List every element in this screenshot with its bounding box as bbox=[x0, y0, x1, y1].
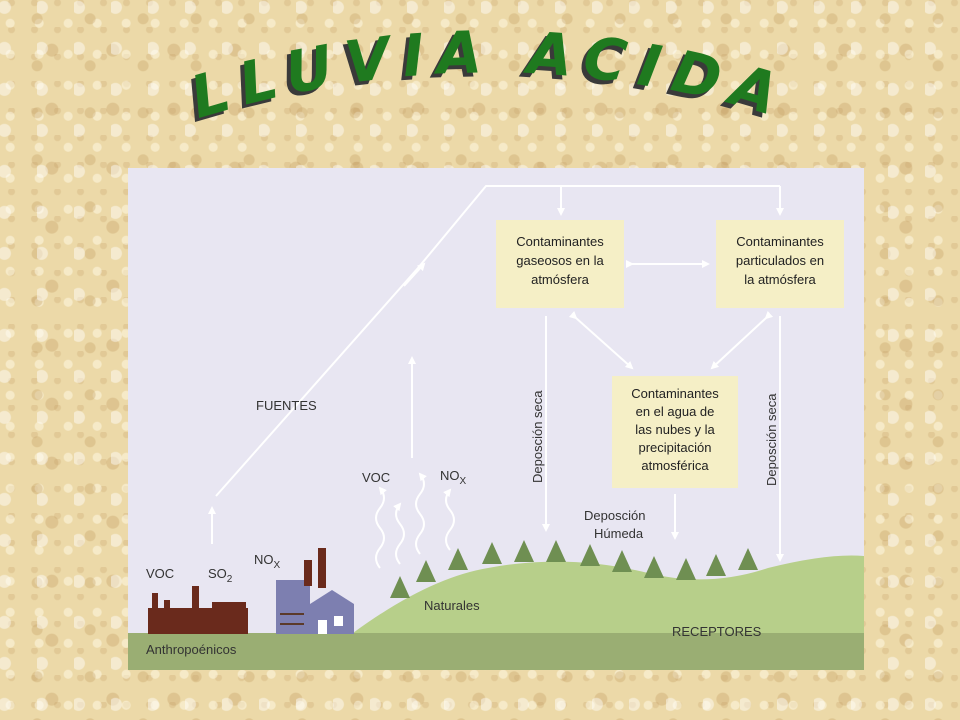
tree-icon bbox=[706, 554, 726, 576]
fuentes-arrowhead bbox=[403, 262, 426, 287]
ground-strip bbox=[128, 633, 864, 670]
box-nubes: Contaminantes en el agua de las nubes y … bbox=[612, 376, 738, 488]
natural-emissions bbox=[375, 472, 455, 569]
naturales-label: Naturales bbox=[424, 598, 480, 613]
nox-industry-label: NOX bbox=[254, 552, 281, 571]
box-nubes-line-4: precipitación bbox=[639, 440, 712, 455]
tree-icon bbox=[676, 558, 696, 580]
fuentes-arrow bbox=[215, 185, 780, 497]
deposicion-seca-left-label: Deposción seca bbox=[530, 390, 545, 483]
fuentes-label: FUENTES bbox=[256, 398, 317, 413]
box-gaseosos-line-3: atmósfera bbox=[531, 272, 590, 287]
box-gaseosos-line-1: Contaminantes bbox=[516, 234, 604, 249]
slide-title: LLUVIA ACIDA LLUVIA ACIDA bbox=[179, 18, 785, 136]
trees bbox=[390, 540, 758, 598]
box-particulados: Contaminantes particulados en la atmósfe… bbox=[716, 220, 844, 308]
box-gaseosos: Contaminantes gaseosos en la atmósfera bbox=[496, 220, 624, 308]
tree-icon bbox=[644, 556, 664, 578]
box-nubes-line-3: las nubes y la bbox=[635, 422, 715, 437]
deposicion-humeda-line-2: Húmeda bbox=[594, 526, 644, 541]
voc-natural-label: VOC bbox=[362, 470, 390, 485]
box-nubes-line-2: en el agua de bbox=[636, 404, 715, 419]
deposicion-seca-right-label: Deposción seca bbox=[764, 393, 779, 486]
arrow-particulados-nubes bbox=[710, 310, 774, 370]
box-particulados-line-3: la atmósfera bbox=[744, 272, 816, 287]
tree-icon bbox=[612, 550, 632, 572]
power-plant-icon bbox=[276, 548, 354, 634]
box-particulados-line-1: Contaminantes bbox=[736, 234, 824, 249]
tree-icon bbox=[448, 548, 468, 570]
receptores-label: RECEPTORES bbox=[672, 624, 762, 639]
voc-industry-label: VOC bbox=[146, 566, 174, 581]
tree-icon bbox=[738, 548, 758, 570]
acid-rain-diagram: Contaminantes gaseosos en la atmósfera C… bbox=[128, 168, 864, 670]
tree-icon bbox=[514, 540, 534, 562]
tree-icon bbox=[482, 542, 502, 564]
factory-icon bbox=[148, 586, 248, 634]
box-nubes-line-1: Contaminantes bbox=[631, 386, 719, 401]
box-particulados-line-2: particulados en bbox=[736, 253, 824, 268]
tree-icon bbox=[546, 540, 566, 562]
box-gaseosos-line-2: gaseosos en la bbox=[516, 253, 604, 268]
tree-icon bbox=[416, 560, 436, 582]
anthropogenicos-label: Anthropoénicos bbox=[146, 642, 237, 657]
arrow-gaseosos-nubes bbox=[568, 311, 634, 370]
tree-icon bbox=[580, 544, 600, 566]
so2-industry-label: SO2 bbox=[208, 566, 233, 585]
tree-icon bbox=[390, 576, 410, 598]
nox-natural-label: NOX bbox=[440, 468, 467, 487]
deposicion-humeda-line-1: Deposción bbox=[584, 508, 645, 523]
box-nubes-line-5: atmosférica bbox=[641, 458, 709, 473]
